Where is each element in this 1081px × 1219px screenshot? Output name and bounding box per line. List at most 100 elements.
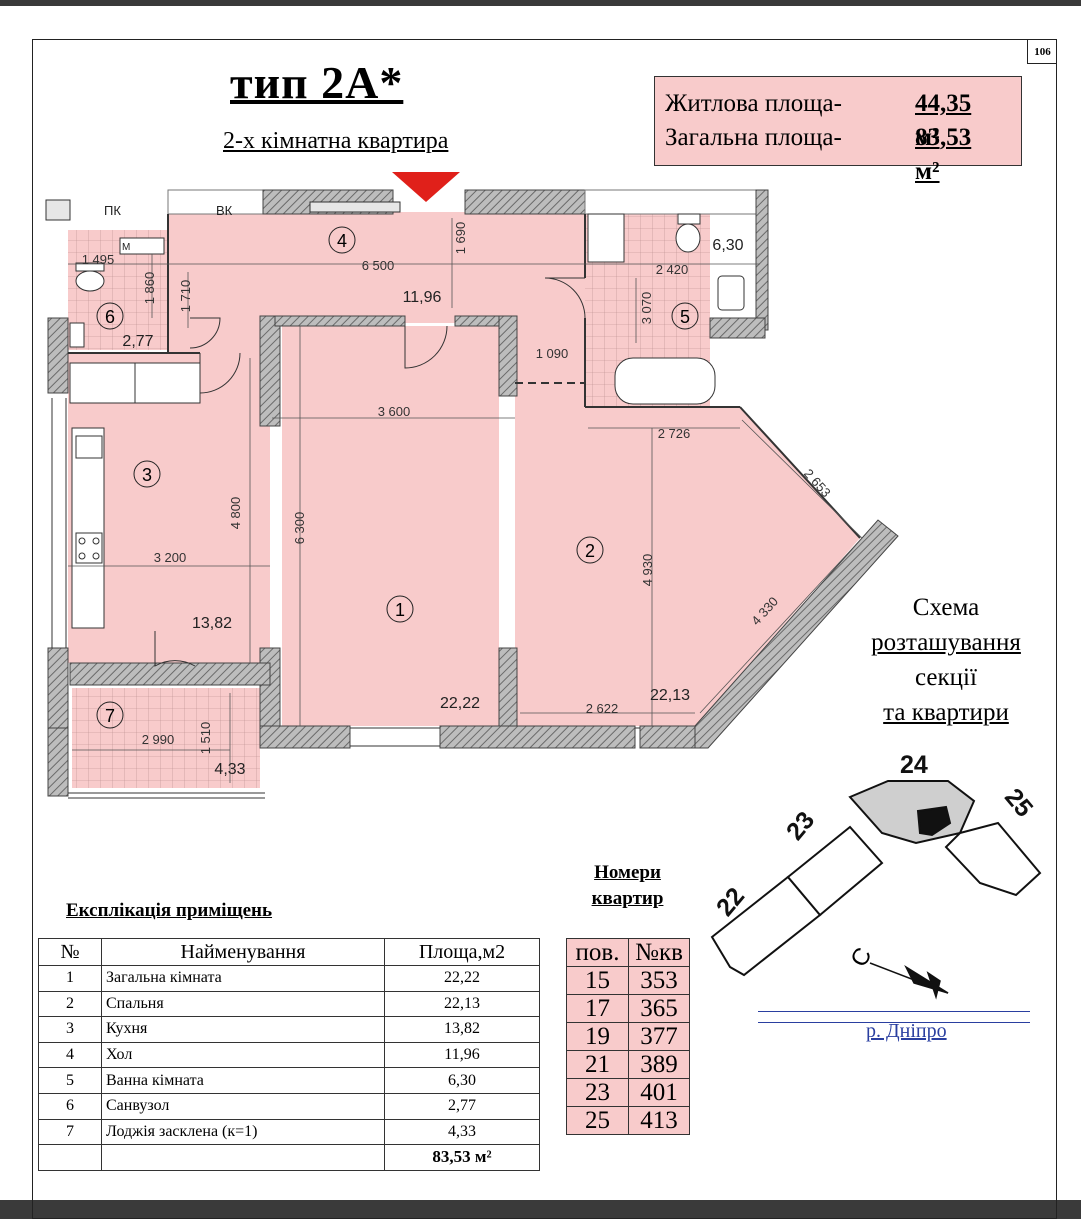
room-number-6: 6	[105, 307, 115, 327]
dim-6500: 6 500	[362, 258, 395, 273]
dim-3070: 3 070	[639, 292, 654, 325]
dim-2420: 2 420	[656, 262, 689, 277]
apartment-cell: 365	[628, 994, 690, 1023]
living-area-label: Житлова площа-	[665, 90, 842, 117]
apartment-column-header: №кв	[628, 938, 690, 967]
room-number-cell: 4	[38, 1041, 102, 1069]
dim-6300: 6 300	[292, 512, 307, 545]
total-area-cell: 83,53 м²	[384, 1144, 540, 1171]
total-empty-cell	[101, 1144, 385, 1171]
label-m: М	[122, 242, 130, 253]
room-number-cell: 7	[38, 1118, 102, 1146]
flat-numbers-title: Номери квартир	[570, 860, 685, 912]
room-area-cell: 13,82	[384, 1016, 540, 1043]
dim-4930: 4 930	[640, 554, 655, 587]
area-room-1: 22,22	[440, 695, 480, 712]
plan-labels: ПК ВК М	[104, 203, 233, 253]
apartment-cell: 377	[628, 1022, 690, 1051]
building-sections	[710, 780, 1042, 977]
living-area-row: Житлова площа- 44,35 м²	[665, 87, 971, 151]
room-number-5: 5	[680, 307, 690, 327]
entrance-marker	[392, 172, 460, 202]
total-row: 83,53 м²	[38, 1144, 540, 1171]
number-column-header: №	[38, 938, 102, 966]
north-arrow-icon	[869, 962, 949, 1000]
sink-icon	[717, 275, 745, 311]
flat-numbers-header: пов. №кв	[566, 938, 690, 967]
room-area-labels: 11,96 2,77 6,30 13,82 22,22 22,13 4,33	[122, 237, 743, 778]
site-plan: 22 23 24 25 С	[710, 751, 1042, 1000]
floor-plan: ПК ВК М 4 6 5 3 1 2 7 11,96 2,77 6,30 13…	[45, 172, 899, 799]
room-area-cell: 22,13	[384, 990, 540, 1018]
area-room-2: 22,13	[650, 687, 690, 704]
floor-cell: 17	[566, 994, 629, 1023]
total-empty-cell	[38, 1144, 102, 1171]
room-area-cell: 11,96	[384, 1041, 540, 1069]
door-swings	[154, 277, 586, 667]
floor-cell: 21	[566, 1050, 629, 1079]
flat-numbers-title-line-1: Номери	[594, 862, 661, 883]
total-area-value: 83,53 м²	[915, 124, 972, 185]
section-23	[786, 825, 884, 917]
total-area-row: Загальна площа- 83,53 м²	[665, 121, 971, 185]
room-number-cell: 3	[38, 1016, 102, 1043]
area-column-header: Площа,м2	[384, 938, 540, 966]
room-area-cell: 22,22	[384, 965, 540, 992]
room-number-2: 2	[585, 541, 595, 561]
room-number-cell: 6	[38, 1092, 102, 1120]
partitions	[68, 214, 861, 539]
room-number-7: 7	[105, 706, 115, 726]
section-22	[710, 875, 822, 977]
dim-2990: 2 990	[142, 732, 175, 747]
apartment-type-title: тип 2А*	[230, 57, 404, 108]
room-2-bedroom	[515, 318, 860, 726]
dim-3600: 3 600	[378, 404, 411, 419]
room-name-cell: Кухня	[101, 1016, 385, 1043]
explication-header: № Найменування Площа,м2	[38, 938, 540, 966]
room-name-cell: Спальня	[101, 990, 385, 1018]
room-area-cell: 6,30	[384, 1067, 540, 1094]
section-number-25: 25	[999, 783, 1038, 822]
area-room-3: 13,82	[192, 615, 232, 632]
scheme-line-2: розташування	[871, 629, 1021, 656]
room-1-living	[282, 326, 499, 726]
scheme-caption: Схема розташування секції та квартири	[848, 590, 1044, 730]
label-vk: ВК	[216, 203, 233, 218]
apartment-cell: 353	[628, 966, 690, 995]
area-summary-box: Житлова площа- 44,35 м² Загальна площа- …	[654, 76, 1022, 185]
floor-cell: 15	[566, 966, 629, 995]
dim-1495: 1 495	[82, 252, 115, 267]
apartment-cell: 389	[628, 1050, 690, 1079]
section-24	[848, 780, 976, 845]
section-25	[944, 821, 1042, 897]
room-name-cell: Хол	[101, 1041, 385, 1069]
room-name-cell: Ванна кімната	[101, 1067, 385, 1094]
room-name-cell: Санвузол	[101, 1092, 385, 1120]
section-number-23: 23	[781, 806, 820, 845]
area-room-7: 4,33	[214, 761, 245, 778]
dim-1860: 1 860	[142, 272, 157, 305]
room-number-cell: 5	[38, 1067, 102, 1094]
dim-2622: 2 622	[586, 701, 619, 716]
room-number-4: 4	[337, 231, 347, 251]
bathtub-icon	[614, 357, 716, 405]
scheme-line-1: Схема	[912, 594, 980, 621]
section-number-24: 24	[900, 751, 928, 779]
room-7-loggia	[72, 688, 260, 788]
room-area-cell: 2,77	[384, 1092, 540, 1120]
fixtures	[45, 199, 745, 629]
floor-cell: 19	[566, 1022, 629, 1051]
living-area-value: 44,35 м²	[915, 90, 972, 151]
